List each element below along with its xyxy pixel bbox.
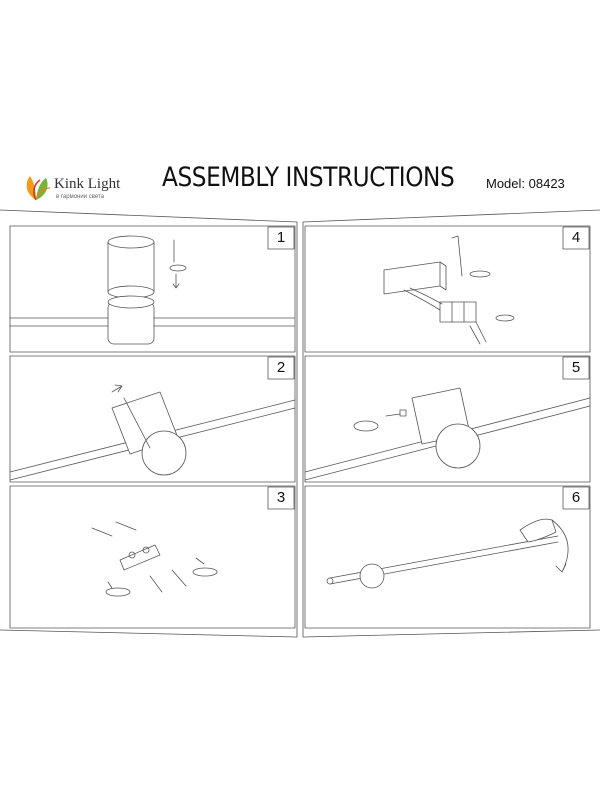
panel-step-5 xyxy=(304,355,591,483)
step-number-4: 4 xyxy=(571,229,581,246)
step-number-6: 6 xyxy=(571,489,581,506)
brand-logo: Kink Light в гармонии света xyxy=(20,170,160,204)
step-6-illustration xyxy=(326,518,569,589)
step-5-illustration xyxy=(304,387,591,481)
right-page-frame xyxy=(302,209,600,638)
brand-name: Kink Light xyxy=(54,176,121,192)
step-3-illustration xyxy=(91,521,218,597)
page-title: ASSEMBLY INSTRUCTIONS xyxy=(162,162,455,193)
step-number-1: 1 xyxy=(276,229,286,246)
step-4-illustration xyxy=(383,235,515,345)
left-page-frame xyxy=(0,209,298,638)
model-number: Model: 08423 xyxy=(486,176,565,191)
step-2-illustration xyxy=(9,384,296,481)
document-header: Kink Light в гармонии света ASSEMBLY INS… xyxy=(0,160,600,210)
panel-step-1 xyxy=(9,225,296,353)
step-number-3: 3 xyxy=(276,489,286,506)
step-number-2: 2 xyxy=(276,359,286,376)
brand-tagline: в гармонии света xyxy=(56,194,105,200)
panel-step-3 xyxy=(9,485,296,629)
panel-step-6 xyxy=(304,485,591,629)
step-1-illustration xyxy=(9,235,296,345)
panel-step-2 xyxy=(9,355,296,483)
leaf-logo-icon xyxy=(26,176,51,201)
step-number-5: 5 xyxy=(571,359,581,376)
panel-step-4 xyxy=(304,225,591,353)
